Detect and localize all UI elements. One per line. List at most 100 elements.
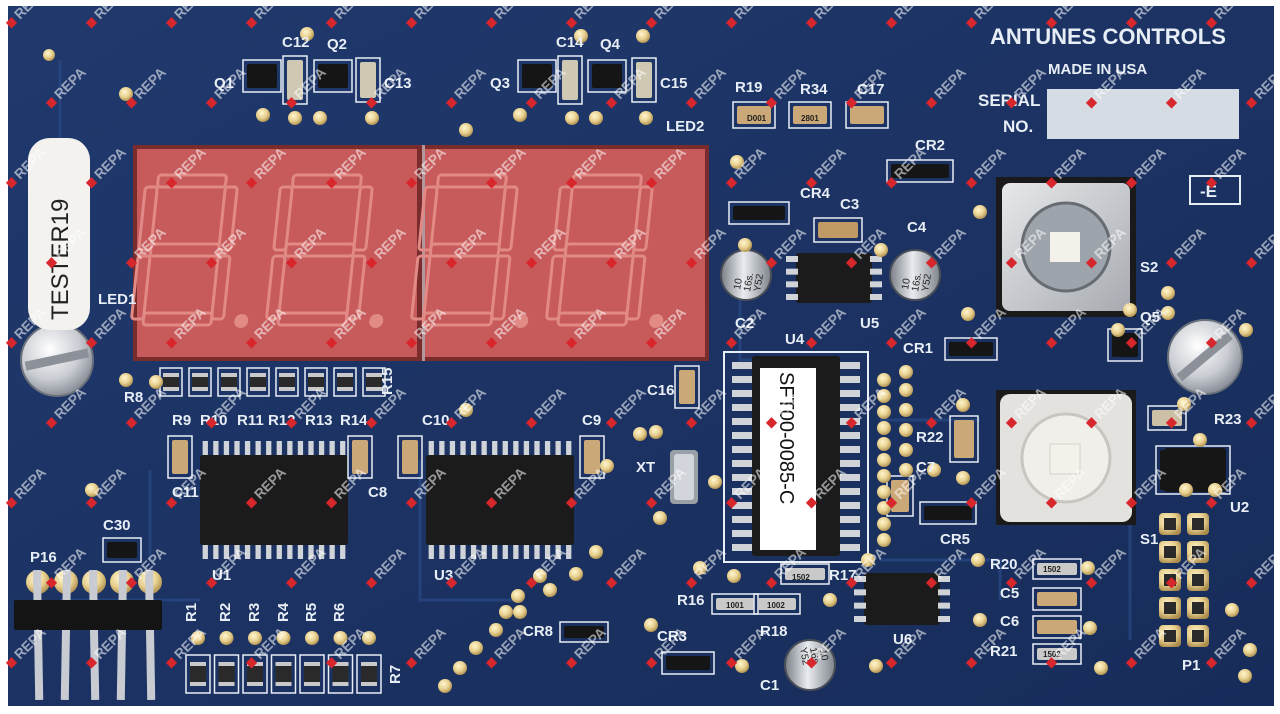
- watermark-logo: [245, 17, 258, 29]
- ic-pin: [492, 543, 498, 559]
- watermark-logo: [805, 497, 818, 509]
- part-outline: [1032, 558, 1082, 580]
- ic-pin: [523, 441, 530, 457]
- code-r16: 1001: [726, 601, 744, 610]
- part-body: [1037, 648, 1077, 660]
- resistor-end: [304, 662, 320, 666]
- watermark-logo: [445, 417, 458, 429]
- ic-pin: [449, 543, 456, 559]
- resistor-end: [279, 373, 295, 377]
- code-r18: 1002: [767, 601, 785, 610]
- watermark-logo: [1125, 337, 1138, 349]
- resistor-body: [308, 373, 324, 391]
- watermark-logo: [205, 257, 218, 269]
- segment: [497, 185, 519, 252]
- ic-pin: [202, 441, 208, 457]
- rotary-switch-s2[interactable]: [996, 177, 1136, 317]
- pad: [469, 641, 483, 655]
- part-body: [360, 62, 376, 98]
- silk-c12: C12: [282, 34, 310, 51]
- watermark-logo: [245, 657, 258, 669]
- pad: [459, 403, 473, 417]
- watermark-logo: [1205, 497, 1218, 509]
- silk-p16: P16: [30, 549, 57, 566]
- silk-u2: U2: [1230, 499, 1249, 516]
- part-outline: [728, 201, 790, 225]
- pad: [574, 29, 588, 43]
- watermark-logo: [1165, 417, 1178, 429]
- silk-r34: R34: [800, 81, 828, 98]
- manufacturer-label: ANTUNES CONTROLS: [990, 24, 1226, 49]
- ic-pin: [838, 390, 860, 397]
- part-body: [666, 656, 710, 670]
- segment: [291, 173, 363, 189]
- silk-r14: R14: [340, 412, 368, 429]
- ic-pin: [276, 441, 282, 457]
- pad: [149, 375, 163, 389]
- part-body: [247, 64, 277, 88]
- display-label: LED2: [666, 118, 704, 135]
- ic-pin: [786, 294, 798, 300]
- ic-pin: [838, 362, 860, 369]
- watermark-logo: [1045, 657, 1058, 669]
- silk-c6: C6: [1000, 613, 1019, 630]
- pad: [738, 238, 752, 252]
- watermark-logo: [885, 497, 898, 509]
- watermark-logo: [365, 577, 378, 589]
- silk-p1: P1: [1182, 657, 1200, 674]
- segment: [345, 254, 367, 321]
- silk-q2: Q2: [327, 36, 347, 53]
- resistor-outline: [304, 367, 328, 397]
- resistor-body: [247, 662, 263, 686]
- pad: [927, 463, 941, 477]
- resistor-outline: [213, 654, 240, 694]
- watermark-logo: [1125, 497, 1138, 509]
- ic-pin: [870, 256, 882, 262]
- silk-c11: C11: [172, 484, 199, 501]
- ic-pin: [492, 441, 498, 457]
- ic-pin: [838, 404, 860, 411]
- pad: [899, 423, 913, 437]
- watermark-logo: [885, 337, 898, 349]
- pad: [513, 605, 527, 619]
- resistor-body: [337, 373, 353, 391]
- decimal-point: [514, 314, 529, 328]
- ic-pin: [838, 488, 860, 495]
- silk-cr4: CR4: [800, 185, 831, 202]
- ic-pin: [502, 441, 508, 457]
- segment: [490, 254, 512, 321]
- silk-r3: R3: [246, 603, 263, 622]
- silk-r1: R1: [183, 603, 200, 622]
- silk-c10: C10: [422, 412, 450, 429]
- watermark-logo: [85, 337, 98, 349]
- resistor-body: [304, 662, 320, 686]
- pad: [313, 111, 327, 125]
- ic-pin: [266, 543, 272, 559]
- silk-cr3: CR3: [657, 628, 687, 645]
- silk-r5: R5: [303, 603, 320, 622]
- ic-pin: [732, 488, 754, 495]
- pad: [533, 569, 547, 583]
- led-display: [130, 145, 709, 361]
- ic-pin: [297, 543, 304, 559]
- ic-pin: [838, 432, 860, 439]
- watermark-logo: [885, 657, 898, 669]
- rotary-switch-s1[interactable]: [996, 390, 1136, 525]
- pad: [1081, 561, 1095, 575]
- watermark-logo: [525, 417, 538, 429]
- segment: [552, 185, 574, 252]
- watermark-logo: [1205, 657, 1218, 669]
- ic-pin: [732, 544, 754, 551]
- pad: [589, 111, 603, 125]
- ic-pin: [244, 543, 251, 559]
- ic-pin: [439, 543, 445, 559]
- pad: [248, 631, 262, 645]
- watermark-logo: [565, 657, 578, 669]
- part-outline: [517, 59, 557, 93]
- ic-pin: [318, 441, 325, 457]
- ic-pin: [329, 543, 335, 559]
- part-outline: [780, 563, 830, 585]
- pad: [899, 403, 913, 417]
- mounting-screw-right: [1167, 319, 1243, 395]
- pad: [639, 111, 653, 125]
